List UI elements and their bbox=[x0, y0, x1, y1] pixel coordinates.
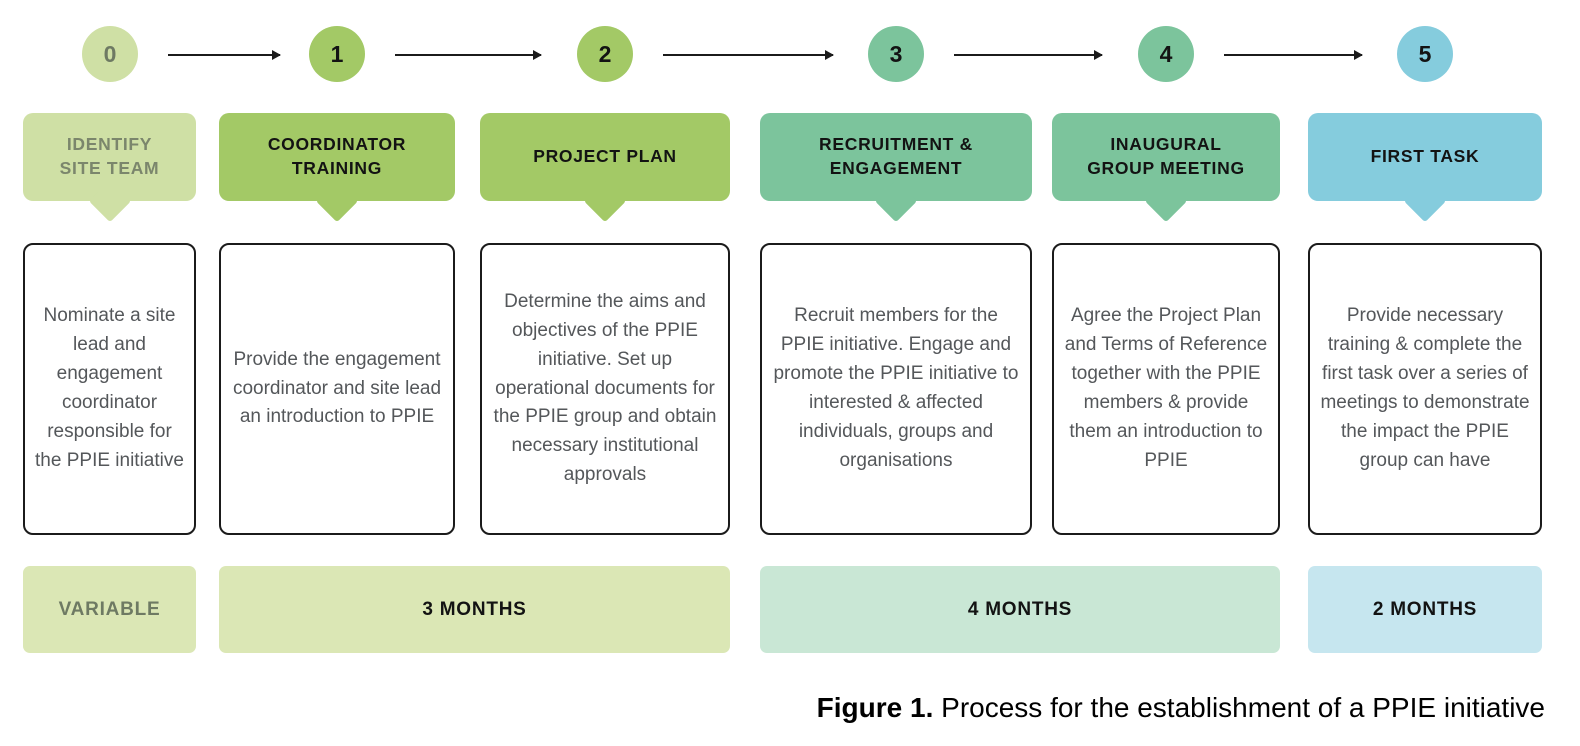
step-4-description: Agree the Project Plan and Terms of Refe… bbox=[1064, 305, 1268, 471]
pointer-tail-icon bbox=[1403, 179, 1447, 223]
figure-caption-text: Process for the establishment of a PPIE … bbox=[933, 692, 1545, 723]
step-1-header: COORDINATOR TRAINING bbox=[219, 113, 455, 223]
step-5-number: 5 bbox=[1418, 40, 1432, 67]
step-1-number: 1 bbox=[330, 40, 344, 67]
flow-arrow-icon bbox=[1224, 50, 1363, 60]
step-3-description-card: Recruit members for the PPIE initiative.… bbox=[760, 243, 1032, 535]
step-0-number: 0 bbox=[103, 40, 117, 67]
step-5-circle: 5 bbox=[1397, 26, 1453, 82]
pointer-tail-icon bbox=[88, 179, 131, 223]
flow-arrow-icon bbox=[168, 50, 281, 60]
step-0-description-card: Nominate a site lead and engagement coor… bbox=[23, 243, 196, 535]
pointer-tail-icon bbox=[583, 179, 627, 223]
step-4-number: 4 bbox=[1159, 40, 1173, 67]
timeline-bar-variable: VARIABLE bbox=[23, 566, 196, 653]
step-5-description-card: Provide necessary training & complete th… bbox=[1308, 243, 1542, 535]
step-3-number: 3 bbox=[889, 40, 903, 67]
step-4-description-card: Agree the Project Plan and Terms of Refe… bbox=[1052, 243, 1280, 535]
flow-arrow-icon bbox=[954, 50, 1103, 60]
figure-caption-label: Figure 1. bbox=[816, 692, 934, 723]
step-4-circle: 4 bbox=[1138, 26, 1194, 82]
step-2-header: PROJECT PLAN bbox=[480, 113, 730, 223]
pointer-tail-icon bbox=[874, 179, 918, 223]
step-3-description: Recruit members for the PPIE initiative.… bbox=[773, 305, 1019, 471]
step-4-header: INAUGURAL GROUP MEETING bbox=[1052, 113, 1280, 223]
step-2-description: Determine the aims and objectives of the… bbox=[493, 290, 717, 486]
step-5-header: FIRST TASK bbox=[1308, 113, 1542, 223]
timeline-bar-4-months: 4 MONTHS bbox=[760, 566, 1280, 653]
flow-arrow-icon bbox=[663, 50, 834, 60]
step-1-circle: 1 bbox=[309, 26, 365, 82]
step-5-description: Provide necessary training & complete th… bbox=[1320, 305, 1530, 471]
step-2-description-card: Determine the aims and objectives of the… bbox=[480, 243, 730, 535]
timeline-bar-2-months: 2 MONTHS bbox=[1308, 566, 1542, 653]
step-2-circle: 2 bbox=[577, 26, 633, 82]
step-2-number: 2 bbox=[598, 40, 612, 67]
flow-arrow-icon bbox=[395, 50, 542, 60]
step-3-header: RECRUITMENT & ENGAGEMENT bbox=[760, 113, 1032, 223]
timeline-bar-3-months: 3 MONTHS bbox=[219, 566, 730, 653]
step-0-circle: 0 bbox=[82, 26, 138, 82]
step-3-circle: 3 bbox=[868, 26, 924, 82]
figure-caption: Figure 1. Process for the establishment … bbox=[817, 692, 1545, 724]
step-0-header: IDENTIFY SITE TEAM bbox=[23, 113, 196, 223]
pointer-tail-icon bbox=[1144, 179, 1188, 223]
step-1-description-card: Provide the engagement coordinator and s… bbox=[219, 243, 455, 535]
step-0-description: Nominate a site lead and engagement coor… bbox=[35, 305, 184, 471]
pointer-tail-icon bbox=[315, 179, 359, 223]
step-1-description: Provide the engagement coordinator and s… bbox=[232, 348, 442, 428]
